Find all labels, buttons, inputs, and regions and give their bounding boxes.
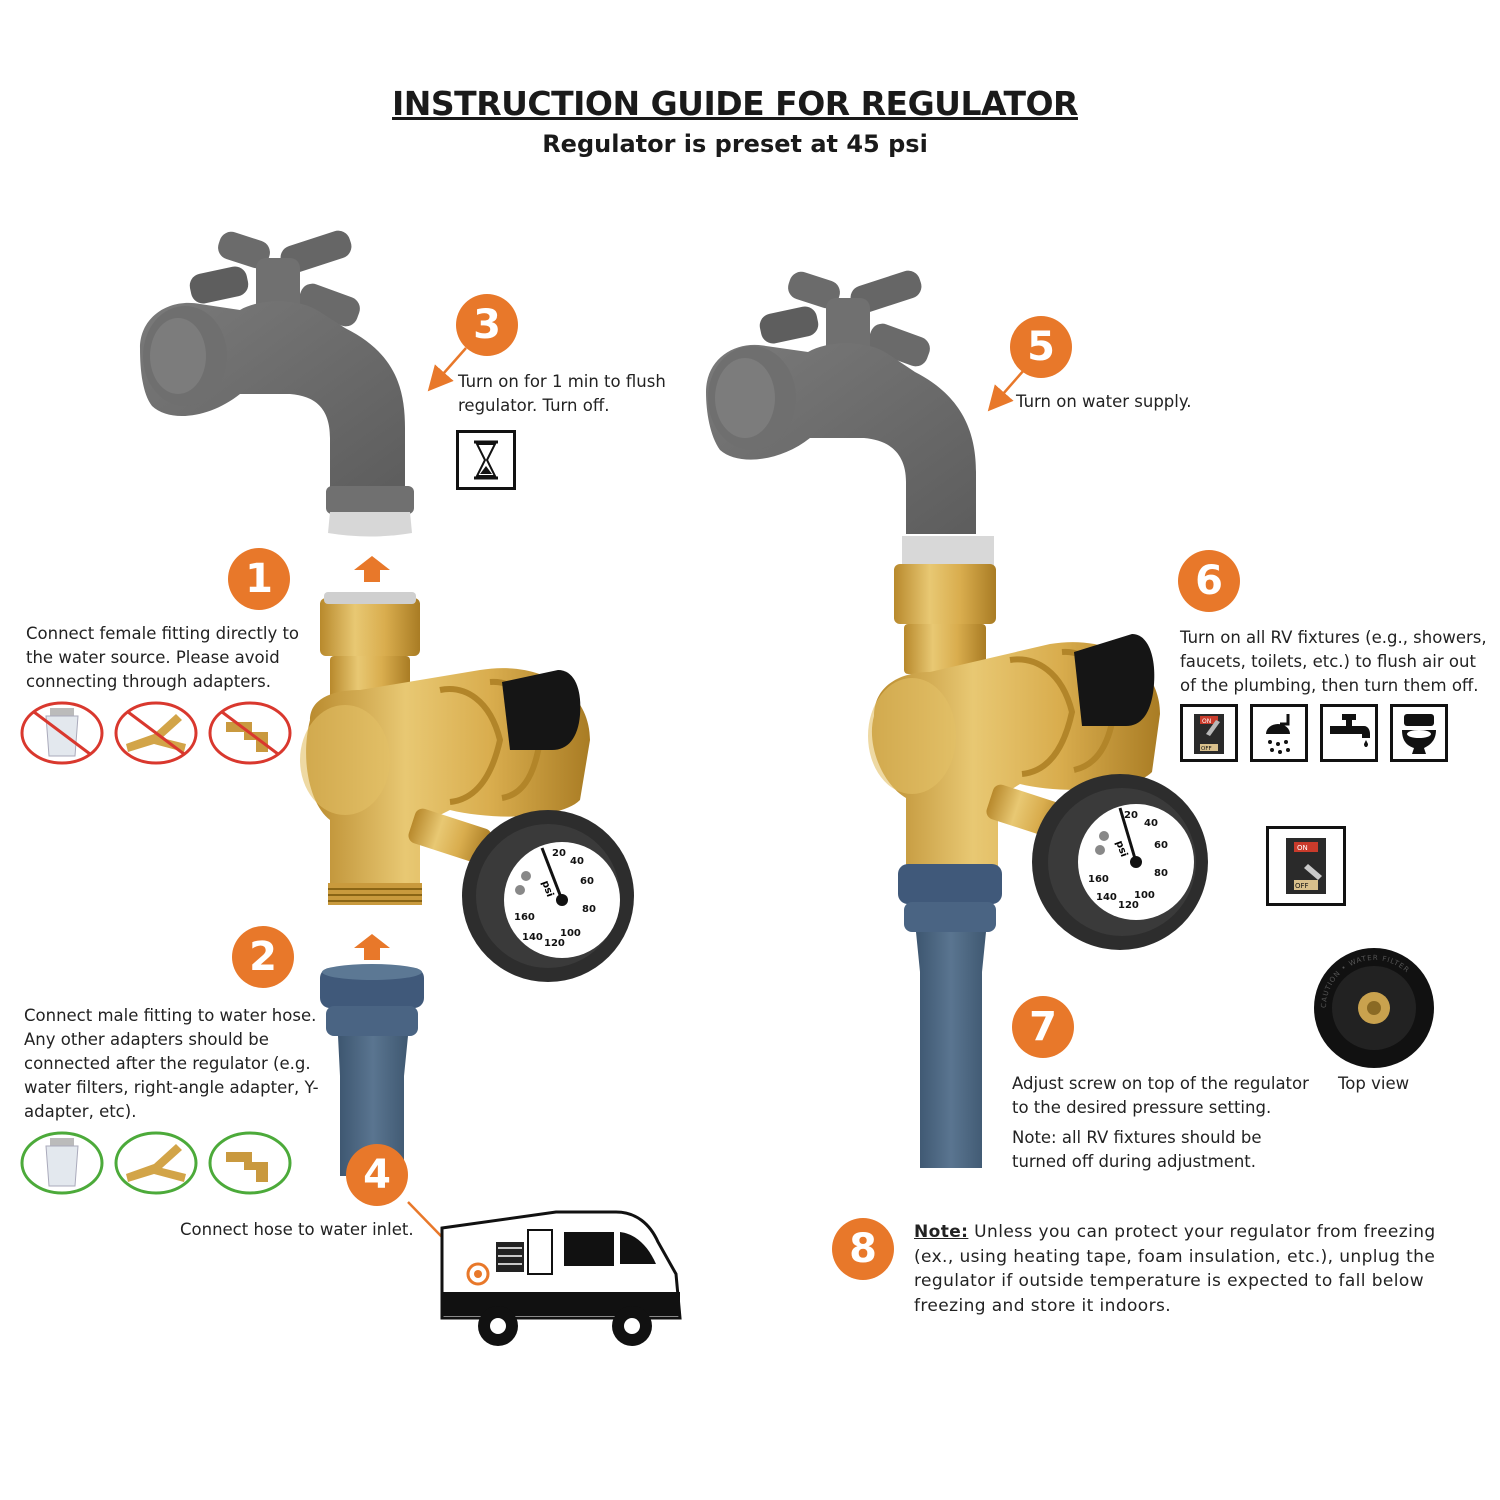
faucet-illustration-right bbox=[706, 270, 976, 534]
switch-off-icon: ON OFF bbox=[1266, 826, 1346, 906]
switch-on-label: ON bbox=[1297, 844, 1308, 852]
step-8-badge: 8 bbox=[832, 1218, 894, 1280]
step-8-note-label: Note: bbox=[914, 1222, 969, 1242]
gauge-tick: 160 bbox=[514, 912, 535, 923]
gauge-tick: 20 bbox=[1124, 810, 1138, 821]
page-subtitle: Regulator is preset at 45 psi bbox=[542, 130, 928, 158]
switch-on-label: ON bbox=[1202, 718, 1211, 725]
hourglass-icon bbox=[456, 430, 516, 490]
faucet-illustration-left bbox=[140, 230, 414, 537]
step-6-badge: 6 bbox=[1178, 550, 1240, 612]
gauge-unit: psi bbox=[1113, 839, 1129, 858]
gauge-tick: 100 bbox=[560, 928, 581, 939]
step-7-text: Adjust screw on top of the regulator to … bbox=[1012, 1074, 1309, 1117]
water-filter-icon bbox=[20, 1131, 104, 1195]
step-3-badge: 3 bbox=[456, 294, 518, 356]
gauge-tick: 120 bbox=[544, 938, 565, 949]
step-6-text: Turn on all RV fixtures (e.g., showers, … bbox=[1180, 628, 1487, 695]
gauge-tick: 140 bbox=[522, 932, 543, 943]
step-5-text: Turn on water supply. bbox=[1016, 392, 1192, 411]
pointer-arrow bbox=[427, 347, 467, 392]
step-7-note: Note: all RV fixtures should be turned o… bbox=[1012, 1128, 1262, 1171]
regulator-illustration-left: psi 20 40 60 80 100 120 140 160 bbox=[300, 592, 634, 982]
page-title: INSTRUCTION GUIDE FOR REGULATOR bbox=[392, 84, 1078, 123]
step-4-badge: 4 bbox=[346, 1144, 408, 1206]
rv-icon bbox=[440, 1210, 682, 1346]
gauge-tick: 20 bbox=[552, 848, 566, 859]
y-adapter-icon bbox=[114, 701, 198, 765]
arrow-up-icon bbox=[354, 556, 390, 582]
toilet-icon bbox=[1390, 704, 1448, 762]
gauge-tick: 100 bbox=[1134, 890, 1155, 901]
pointer-arrow bbox=[987, 369, 1025, 412]
hose-illustration-left bbox=[320, 964, 424, 1176]
step-2-badge: 2 bbox=[232, 926, 294, 988]
y-adapter-icon bbox=[114, 1131, 198, 1195]
step-8-body: Unless you can protect your regulator fr… bbox=[914, 1222, 1436, 1316]
regulator-top-view: CAUTION • WATER FILTER bbox=[1314, 948, 1434, 1068]
faucet-icon bbox=[1320, 704, 1378, 762]
gauge-tick: 160 bbox=[1088, 874, 1109, 885]
gauge-tick: 60 bbox=[1154, 840, 1168, 851]
step-2-text: Connect male fitting to water hose. Any … bbox=[24, 1006, 319, 1121]
step-5-badge: 5 bbox=[1010, 316, 1072, 378]
gauge-unit: psi bbox=[539, 879, 555, 898]
shower-icon bbox=[1250, 704, 1308, 762]
regulator-illustration-right: psi 20 40 60 80 100 120 140 160 bbox=[868, 536, 1208, 950]
switch-on-icon: ON OFF bbox=[1180, 704, 1238, 762]
step-1-badge: 1 bbox=[228, 548, 290, 610]
gauge-tick: 40 bbox=[570, 856, 584, 867]
gauge-tick: 80 bbox=[1154, 868, 1168, 879]
step-1-text: Connect female fitting directly to the w… bbox=[26, 624, 300, 691]
step-8-text: Note: Unless you can protect your regula… bbox=[914, 1220, 1454, 1318]
gauge-tick: 140 bbox=[1096, 892, 1117, 903]
switch-off-label: OFF bbox=[1201, 746, 1212, 752]
step-4-text: Connect hose to water inlet. bbox=[180, 1220, 414, 1239]
gauge-tick: 40 bbox=[1144, 818, 1158, 829]
gauge-tick: 60 bbox=[580, 876, 594, 887]
gauge-tick: 120 bbox=[1118, 900, 1139, 911]
switch-off-label: OFF bbox=[1295, 882, 1309, 890]
hose-illustration-right bbox=[898, 864, 1002, 1168]
step-7-badge: 7 bbox=[1012, 996, 1074, 1058]
water-filter-icon bbox=[20, 701, 104, 765]
right-angle-adapter-icon bbox=[208, 1131, 292, 1195]
top-view-label: Top view bbox=[1338, 1074, 1410, 1093]
gauge-tick: 80 bbox=[582, 904, 596, 915]
right-angle-adapter-icon bbox=[208, 701, 292, 765]
step-3-text: Turn on for 1 min to flush regulator. Tu… bbox=[458, 372, 666, 415]
arrow-up-icon bbox=[354, 934, 390, 960]
